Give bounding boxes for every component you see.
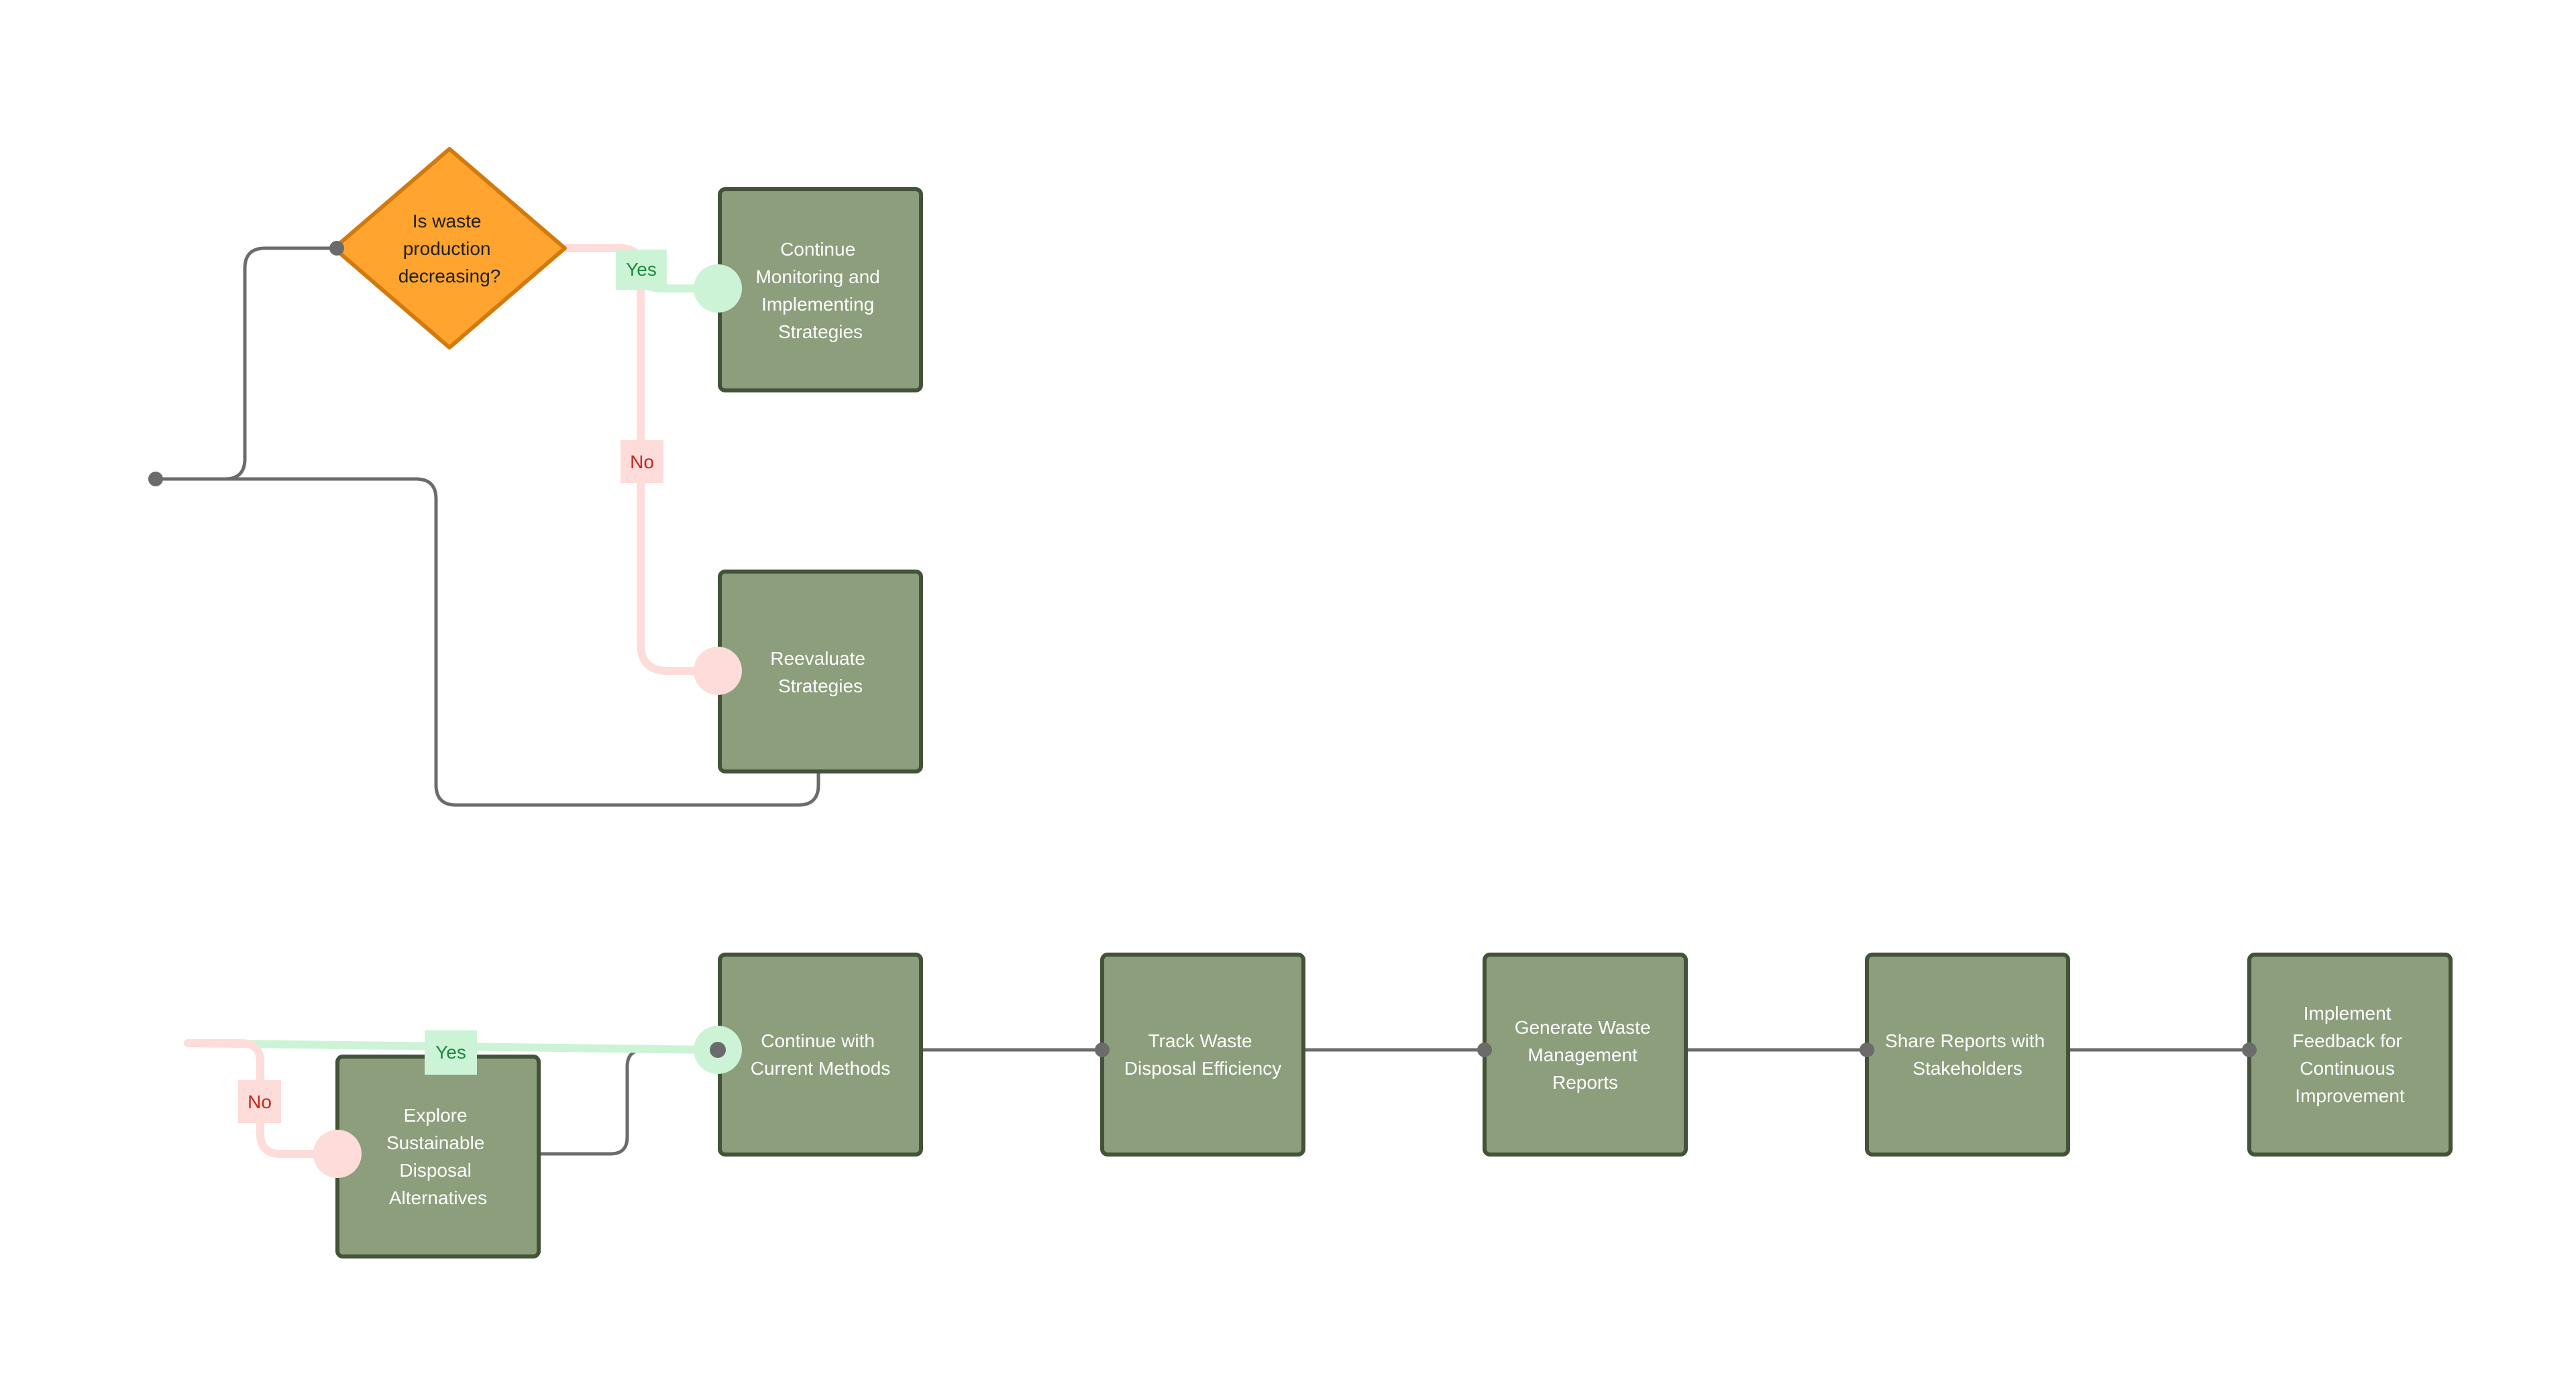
explore-no-port[interactable] bbox=[313, 1130, 362, 1178]
decision-waste-decreasing[interactable]: Is waste production decreasing? bbox=[332, 147, 567, 350]
node-continue-monitoring-line-1: Continue bbox=[780, 239, 855, 260]
node-share-line-2: Stakeholders bbox=[1913, 1058, 2022, 1079]
node-continue-current-methods[interactable]: Continue with Current Methods bbox=[718, 953, 923, 1157]
decision-text: Is waste production decreasing? bbox=[398, 211, 501, 286]
continue-monitoring-yes-port[interactable] bbox=[694, 264, 742, 313]
node-continue-monitoring[interactable]: Continue Monitoring and Implementing Str… bbox=[718, 187, 923, 392]
node-implement-line-2: Feedback for bbox=[2292, 1030, 2402, 1051]
label-top-no-text: No bbox=[630, 451, 654, 472]
node-continue-monitoring-line-4: Strategies bbox=[778, 321, 863, 342]
decision-line-3: decreasing? bbox=[398, 266, 501, 286]
node-reevaluate-strategies[interactable]: Reevaluate Strategies bbox=[718, 570, 923, 773]
node-generate-reports[interactable]: Generate Waste Management Reports bbox=[1483, 953, 1688, 1157]
node-implement-line-1: Implement bbox=[2304, 1003, 2392, 1024]
node-generate-line-2: Management bbox=[1527, 1045, 1638, 1065]
connectors bbox=[156, 246, 2249, 1156]
node-continue-monitoring-line-2: Monitoring and bbox=[755, 266, 879, 287]
svg-text:Explore Sustainable: Explore Sustainable Disposal Alternative… bbox=[386, 1105, 490, 1208]
node-reevaluate-line-1: Reevaluate bbox=[770, 648, 865, 669]
svg-text:Track Waste Disposal E: Track Waste Disposal Efficiency bbox=[1124, 1030, 1281, 1079]
node-generate-line-3: Reports bbox=[1552, 1072, 1618, 1093]
node-continue-current-line-2: Current Methods bbox=[751, 1058, 891, 1079]
label-bottom-yes-text: Yes bbox=[435, 1042, 466, 1063]
decision-line-2: production bbox=[403, 238, 491, 259]
nodes: Is waste production decreasing? Continue… bbox=[332, 147, 2453, 1259]
svg-text:Generate Waste Managem: Generate Waste Management Reports bbox=[1515, 1017, 1656, 1093]
branch-lines bbox=[184, 244, 722, 1158]
label-bottom-no-text: No bbox=[248, 1091, 272, 1112]
svg-text:Reevaluate Strategies: Reevaluate Strategies bbox=[770, 648, 870, 696]
continue-current-input-port[interactable] bbox=[710, 1042, 726, 1058]
label-top-yes[interactable]: Yes bbox=[616, 250, 667, 290]
node-explore-line-2: Sustainable bbox=[386, 1132, 484, 1153]
label-top-yes-text: Yes bbox=[626, 259, 657, 280]
label-top-no[interactable]: No bbox=[621, 440, 663, 483]
svg-text:Continue Monitoring an: Continue Monitoring and Implementing Str… bbox=[755, 239, 885, 342]
node-continue-monitoring-line-3: Implementing bbox=[761, 294, 874, 315]
generate-input-port[interactable] bbox=[1477, 1042, 1492, 1057]
node-generate-line-1: Generate Waste bbox=[1515, 1017, 1651, 1038]
share-input-port[interactable] bbox=[1860, 1042, 1874, 1057]
edge-start-to-reevaluate-loop[interactable] bbox=[156, 477, 820, 807]
edge-decision-no[interactable] bbox=[563, 244, 722, 675]
node-explore-line-3: Disposal bbox=[399, 1160, 471, 1181]
implement-input-port[interactable] bbox=[2242, 1042, 2257, 1057]
node-reevaluate-line-2: Strategies bbox=[778, 676, 863, 696]
decision-input-port[interactable] bbox=[329, 241, 344, 256]
svg-text:Share Reports with Sta: Share Reports with Stakeholders bbox=[1885, 1030, 2050, 1079]
label-bottom-no[interactable]: No bbox=[238, 1080, 281, 1123]
node-explore-alternatives[interactable]: Explore Sustainable Disposal Alternative… bbox=[335, 1055, 541, 1259]
node-implement-feedback[interactable]: Implement Feedback for Continuous Improv… bbox=[2247, 953, 2453, 1157]
node-share-line-1: Share Reports with bbox=[1885, 1030, 2045, 1051]
edge-labels: Yes No Yes No bbox=[238, 250, 667, 1123]
ports bbox=[148, 241, 2257, 1178]
node-track-line-2: Disposal Efficiency bbox=[1124, 1058, 1281, 1079]
label-bottom-yes[interactable]: Yes bbox=[425, 1030, 477, 1075]
reevaluate-no-port[interactable] bbox=[694, 647, 742, 695]
node-explore-line-1: Explore bbox=[404, 1105, 468, 1126]
start-port[interactable] bbox=[148, 472, 163, 486]
node-track-line-1: Track Waste bbox=[1148, 1030, 1252, 1051]
track-input-port[interactable] bbox=[1095, 1042, 1110, 1057]
edge-start-to-decision[interactable] bbox=[156, 246, 339, 481]
node-track-efficiency[interactable]: Track Waste Disposal Efficiency bbox=[1100, 953, 1305, 1157]
edge-explore-to-continue-current[interactable] bbox=[540, 1048, 721, 1156]
node-implement-line-4: Improvement bbox=[2295, 1085, 2405, 1106]
node-share-reports[interactable]: Share Reports with Stakeholders bbox=[1865, 953, 2070, 1157]
node-implement-line-3: Continuous bbox=[2300, 1058, 2395, 1079]
svg-text:Implement Feedback for: Implement Feedback for Continuous Improv… bbox=[2292, 1003, 2407, 1106]
decision-line-1: Is waste bbox=[413, 211, 482, 231]
svg-text:Continue with Current: Continue with Current Methods bbox=[751, 1030, 891, 1079]
node-continue-current-line-1: Continue with bbox=[761, 1030, 875, 1051]
node-explore-line-4: Alternatives bbox=[389, 1187, 487, 1208]
